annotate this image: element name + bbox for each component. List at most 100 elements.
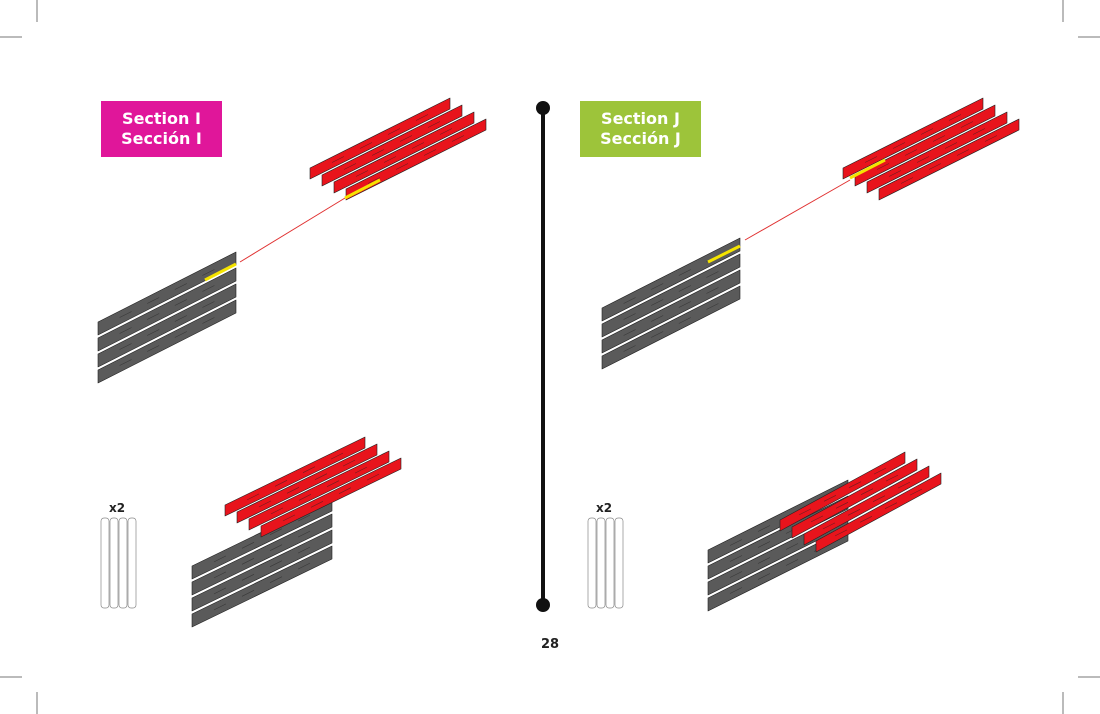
gray-part-i-top-slot (202, 317, 215, 324)
gray-part-i-bottom-slot (241, 542, 255, 549)
gray-part-i-bottom-slot (213, 603, 227, 611)
red-part-i-top-slot (411, 142, 425, 149)
gray-part-i-bottom-strip (191, 529, 333, 612)
red-part-j-top-slot (928, 163, 942, 170)
red-part-j-top-slot (888, 170, 902, 177)
connection-arrow-j (744, 179, 851, 241)
red-part-j-top-slot (948, 114, 962, 121)
gray-part-i-bottom-slot (297, 514, 311, 522)
red-part-j-top-slot (960, 121, 974, 128)
red-part-i-top-slot (423, 149, 437, 156)
red-part-i-top-slot (395, 163, 409, 170)
part-outline-icon (118, 517, 128, 609)
gray-part-i-top-slot (174, 315, 187, 322)
part-outline-icon (596, 517, 606, 609)
red-part-i-bottom-slot (342, 459, 356, 467)
section-j-title-en: Section J (601, 109, 680, 128)
red-part-j-top-slot (972, 128, 986, 135)
highlight-red-j (849, 158, 886, 180)
gray-part-j-top-slot (623, 329, 636, 336)
gray-part-i-top-slot (147, 313, 160, 320)
gray-part-i-top-slot (119, 343, 132, 350)
red-part-j-top-slot (932, 135, 946, 142)
gray-part-i-bottom-slot (297, 530, 311, 538)
gray-part-i-bottom-slot (269, 528, 283, 535)
red-part-j-top-slot (916, 156, 930, 163)
gray-part-i-top-slot (202, 285, 215, 292)
red-part-j-top-slot (956, 149, 970, 156)
gray-part-j-top-slot (651, 315, 664, 322)
gray-part-j-bottom-slot (757, 557, 771, 564)
gray-part-j-top-slot (651, 299, 664, 306)
red-part-j-bottom-slot (847, 509, 861, 516)
red-part-i-bottom-slot (302, 466, 316, 473)
red-part-j-top-slot (984, 135, 998, 142)
gray-part-i-top-strip (97, 283, 237, 368)
red-part-j-bottom-slot (834, 529, 848, 537)
red-part-j-bottom-strip (779, 451, 906, 532)
red-part-i-top-strip (309, 97, 451, 180)
gray-part-j-top-slot (706, 303, 719, 310)
red-part-i-bottom-strip (236, 443, 378, 524)
red-part-j-top-slot (904, 149, 918, 156)
red-part-j-bottom-slot (823, 495, 837, 502)
red-part-j-top-strip (854, 104, 996, 187)
gray-part-j-bottom-slot (757, 525, 771, 532)
gray-part-j-top-strip (601, 253, 741, 338)
red-part-j-top-slot (864, 156, 878, 163)
gray-part-j-top-slot (678, 317, 691, 324)
divider-dot-top (536, 101, 550, 115)
gray-part-i-top-slot (119, 359, 132, 366)
gray-part-j-bottom-slot (729, 587, 743, 594)
gray-part-i-bottom-slot (241, 590, 255, 597)
page-number: 28 (540, 637, 560, 652)
gray-part-j-bottom-strip (707, 527, 849, 612)
red-part-i-top-slot (383, 156, 397, 163)
red-part-i-bottom-slot (354, 466, 368, 474)
gray-part-i-bottom-slot (297, 546, 311, 554)
gray-part-j-top-slot (623, 313, 636, 320)
section-j-label: Section J Sección J (580, 101, 701, 157)
red-part-i-bottom-slot (338, 487, 352, 494)
red-part-j-top-strip (878, 118, 1020, 201)
gray-part-i-top-slot (202, 301, 215, 308)
gray-part-j-top-slot (678, 269, 691, 276)
red-part-i-bottom-slot (310, 501, 324, 508)
gray-part-j-bottom-slot (757, 573, 771, 580)
red-part-i-top-slot (343, 163, 357, 170)
gray-part-i-bottom-strip (191, 513, 333, 596)
gray-part-i-top-slot (174, 299, 187, 306)
red-part-j-bottom-slot (897, 481, 911, 489)
part-outline-icon (100, 517, 110, 609)
red-part-j-top-slot (876, 163, 890, 170)
part-outline-icon (605, 517, 615, 609)
gray-part-j-top-slot (623, 345, 636, 352)
red-part-j-bottom-strip (803, 465, 930, 546)
connection-arrow-i (239, 197, 346, 263)
section-i-title-es: Sección I (121, 129, 202, 148)
red-part-i-bottom-slot (246, 493, 260, 501)
red-part-i-bottom-slot (366, 473, 380, 481)
gray-part-i-top-slot (174, 331, 187, 338)
gray-part-j-top-slot (623, 297, 636, 304)
gray-part-i-bottom-slot (269, 560, 283, 567)
red-part-j-bottom-slot (848, 481, 862, 488)
red-part-j-top-slot (892, 142, 906, 149)
red-part-i-top-slot (371, 149, 385, 156)
gray-part-j-top-slot (706, 271, 719, 278)
red-part-j-top-slot (900, 177, 914, 184)
gray-part-i-top-slot (119, 327, 132, 334)
gray-part-i-bottom-slot (213, 555, 227, 563)
gray-part-j-bottom-slot (729, 555, 743, 562)
red-part-j-top-slot (920, 128, 934, 135)
red-part-j-bottom-slot (835, 502, 849, 509)
red-part-j-bottom-slot (873, 467, 887, 475)
gray-part-i-bottom-slot (297, 562, 311, 570)
highlight-gray-i (204, 262, 237, 282)
red-part-j-bottom-slot (810, 515, 824, 523)
red-part-j-bottom-strip (791, 458, 918, 539)
gray-part-i-top-strip (97, 267, 237, 352)
part-outline-icon (127, 517, 137, 609)
section-j-title-es: Sección J (600, 129, 681, 148)
